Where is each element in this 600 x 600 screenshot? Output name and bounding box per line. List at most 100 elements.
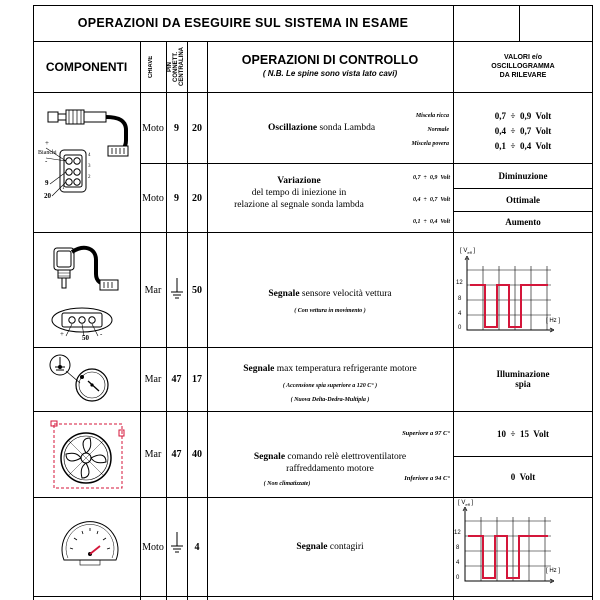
chiave-cell: Mar xyxy=(144,374,162,385)
operation-text: Segnale sensore velocità vettura xyxy=(207,288,453,300)
operation-rest: sensore velocità vettura xyxy=(299,289,392,299)
rule xyxy=(166,42,167,600)
operation-text: Oscillazione sonda Lambda xyxy=(268,122,375,134)
value-text: 0,1 ÷ 0,4 Volt xyxy=(494,141,552,151)
chart-ytick: 12 xyxy=(454,530,461,536)
header-pin-line: CENTRALINA xyxy=(179,47,185,87)
rule xyxy=(140,163,593,164)
value-line: Illuminazione xyxy=(496,369,550,379)
chart-ytick: 8 xyxy=(456,545,460,551)
lambda-minus-label: - xyxy=(45,157,48,165)
rule xyxy=(519,5,520,42)
lambda-pinnum-label: 2 xyxy=(88,175,91,180)
header-valori-line: VALORI e/o xyxy=(504,54,542,61)
header-note: ( N.B. Le spine sono vista lato cavi) xyxy=(262,69,398,78)
lambda-plus-label: + xyxy=(45,139,49,147)
miscela-label: Miscela povera xyxy=(411,141,450,147)
operation-note: ( Nuova Delta-Dedra-Multipla ) xyxy=(290,397,370,403)
header-pin: PIN CONNETT. CENTRALINA xyxy=(167,44,187,90)
chart-ylabel-text: [ V xyxy=(458,500,466,506)
chart-ytick: 4 xyxy=(456,560,460,566)
rule xyxy=(33,596,593,597)
rule xyxy=(453,456,593,457)
volt-label: 0,1 ÷ 0,4 Volt xyxy=(413,219,450,225)
pin-cell: 40 xyxy=(192,449,202,460)
condition-label: Inferiore a 94 C° xyxy=(404,475,450,482)
header-componenti: COMPONENTI xyxy=(45,60,128,74)
operation-text: Segnale comando relè elettroventilatore … xyxy=(207,451,453,475)
tachometer-illustration xyxy=(61,521,119,566)
chart-ytick: 12 xyxy=(456,280,463,286)
speed-plus-label: + xyxy=(60,330,64,338)
lambda-pin20-label: 20 xyxy=(44,192,51,200)
speed-sensor-illustration xyxy=(51,245,119,337)
chart-ylabel: [ Veff ] xyxy=(460,248,475,255)
pin-cell: 4 xyxy=(194,541,200,553)
rule xyxy=(453,211,593,212)
value-text: 0,7 ÷ 0,9 Volt xyxy=(494,111,552,121)
pin-cell: 9 xyxy=(174,122,179,134)
header-operazioni-title: OPERAZIONI DI CONTROLLO xyxy=(241,53,419,67)
operation-bold: Segnale xyxy=(253,452,286,462)
operation-text: Segnale contagiri xyxy=(207,541,453,553)
value-text: Diminuzione xyxy=(498,171,548,181)
pin-cell: 9 xyxy=(174,192,179,204)
operation-bold: Segnale xyxy=(268,289,300,299)
condition-label: Superiore a 97 C° xyxy=(402,430,450,437)
value-line: spia xyxy=(515,379,531,389)
chart-ytick: 8 xyxy=(458,296,462,302)
value-text: Ottimale xyxy=(506,195,540,205)
operation-note: ( Con vettura in movimento ) xyxy=(294,308,366,314)
rule xyxy=(33,232,593,233)
rule xyxy=(33,347,593,348)
tachometer-oscillogram xyxy=(462,507,554,584)
operation-line: del tempo di iniezione in xyxy=(251,188,347,198)
value-text: Illuminazione spia xyxy=(453,369,593,389)
header-valori-line: DA RILEVARE xyxy=(499,72,547,79)
operation-bold: Variazione xyxy=(277,176,321,186)
pin-cell: 47 xyxy=(171,449,182,460)
value-text: 10 ÷ 15 Volt xyxy=(497,429,549,439)
rule xyxy=(453,188,593,189)
chart-ytick: 0 xyxy=(458,325,462,331)
operation-rest: contagiri xyxy=(327,542,364,552)
operation-line: raffreddamento motore xyxy=(286,464,374,474)
lambda-bianchi-label: Bianchi xyxy=(38,150,57,156)
operation-text: Variazione del tempo di iniezione in rel… xyxy=(210,175,388,211)
operation-bold: Oscillazione xyxy=(268,123,318,133)
volt-label: 0,4 ÷ 0,7 Volt xyxy=(413,197,450,203)
lambda-pinnum-label: 4 xyxy=(88,153,91,158)
header-valori-line: OSCILLOGRAMMA xyxy=(491,63,555,70)
ground-icon xyxy=(171,278,183,299)
miscela-label: Miscela ricca xyxy=(415,113,449,119)
chart-ytick: 0 xyxy=(456,575,460,581)
operation-bold: Segnale xyxy=(243,364,275,374)
chiave-cell: Moto xyxy=(142,122,164,134)
header-operazioni: OPERAZIONI DI CONTROLLO ( N.B. Le spine … xyxy=(207,42,453,92)
speed-minus-label: - xyxy=(100,330,103,338)
operation-rest: comando relè elettroventilatore xyxy=(285,452,407,462)
operation-rest: sonda Lambda xyxy=(317,123,376,133)
operation-text: Segnale max temperatura refrigerante mot… xyxy=(207,363,453,375)
pin-cell: 50 xyxy=(192,284,202,296)
temperature-gauge-illustration xyxy=(49,354,109,402)
chiave-cell: Moto xyxy=(142,541,164,553)
operation-note: ( Accensione spia superiore a 120 C° ) xyxy=(282,383,378,389)
chiave-cell: Moto xyxy=(142,192,164,204)
header-valori: VALORI e/o OSCILLOGRAMMA DA RILEVARE xyxy=(453,42,593,92)
operation-line: relazione al segnale sonda lambda xyxy=(234,200,364,210)
chart-ylabel-sub: eff xyxy=(467,250,472,256)
value-text: Aumento xyxy=(505,217,541,227)
lambda-pin9-label: 9 xyxy=(45,179,49,187)
chart-ylabel-end: ] xyxy=(471,248,476,254)
table-frame xyxy=(33,5,593,600)
rule xyxy=(33,41,593,42)
rule xyxy=(187,42,188,600)
chiave-cell: Mar xyxy=(144,449,162,460)
speed-pin50-label: 50 xyxy=(82,334,89,342)
header-chiave: CHIAVE xyxy=(148,55,154,79)
pin-cell: 17 xyxy=(192,374,202,385)
chart-ylabel-sub: eff xyxy=(465,502,470,508)
speed-oscillogram xyxy=(464,256,554,333)
operation-rest: max temperatura refrigerante motore xyxy=(274,364,417,374)
